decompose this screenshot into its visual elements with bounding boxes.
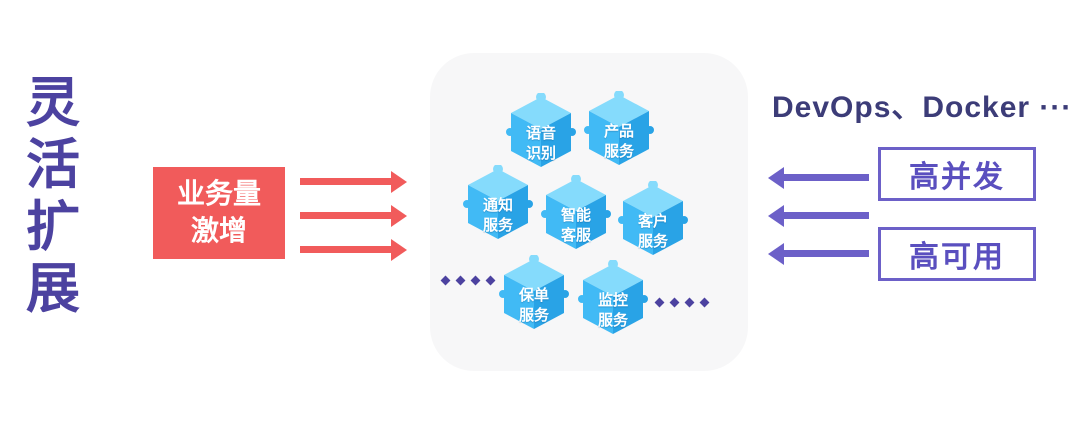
service-cube-customer: 客户 服务	[617, 181, 689, 259]
service-label: 监控 服务	[577, 291, 649, 330]
service-cube-speech-recognition: 语音 识别	[505, 93, 577, 171]
title-char: 扩	[26, 197, 80, 257]
service-label: 产品 服务	[583, 122, 655, 161]
service-label-line2: 服务	[603, 142, 634, 160]
service-cube-monitoring: 监控 服务	[577, 260, 649, 338]
service-label-line1: 客户	[637, 213, 668, 230]
service-label: 客户 服务	[617, 212, 689, 251]
service-cube-product: 产品 服务	[583, 91, 655, 169]
service-label-line2: 服务	[482, 216, 513, 234]
service-cube-smart-support: 智能 客服	[540, 175, 612, 253]
service-label: 通知 服务	[462, 196, 534, 235]
title-char: 展	[26, 259, 80, 319]
devops-docker-header: DevOps、Docker ···	[772, 91, 1073, 124]
service-label-line1: 保单	[518, 287, 549, 304]
service-label: 智能 客服	[540, 206, 612, 245]
capability-box-high-availability: 高可用	[878, 227, 1036, 281]
service-label-line2: 服务	[518, 306, 549, 324]
capability-box-high-concurrency: 高并发	[878, 147, 1036, 201]
dots-ellipsis-icon	[654, 297, 710, 308]
service-label: 语音 识别	[505, 124, 577, 163]
dot-icon	[684, 297, 695, 308]
arrow-right-icon	[300, 178, 392, 185]
arrow-left-icon	[783, 212, 869, 219]
service-label-line1: 产品	[603, 123, 634, 140]
service-label-line2: 客服	[560, 226, 591, 244]
service-cube-notification: 通知 服务	[462, 165, 534, 243]
service-label-line1: 智能	[560, 207, 591, 224]
business-surge-box: 业务量 激增	[153, 167, 285, 259]
cube-icon	[506, 93, 576, 167]
arrow-right-icon	[300, 246, 392, 253]
cube-icon	[463, 165, 533, 239]
dot-icon	[470, 275, 481, 286]
arrow-left-icon	[783, 174, 869, 181]
dots-ellipsis-icon	[440, 275, 496, 286]
title-char: 灵	[26, 73, 80, 133]
dot-icon	[440, 275, 451, 286]
service-label-line2: 服务	[597, 311, 628, 329]
cube-icon	[584, 91, 654, 165]
business-surge-line1: 业务量	[176, 178, 261, 210]
service-cube-policy: 保单 服务	[498, 255, 570, 333]
service-label-line1: 监控	[597, 292, 628, 309]
microservices-panel: 语音 识别 产品 服务	[430, 53, 748, 371]
dot-icon	[654, 297, 665, 308]
service-label-line1: 语音	[525, 125, 556, 142]
vertical-title: 灵 活 扩 展	[26, 72, 80, 320]
title-char: 活	[26, 135, 80, 195]
arrow-left-icon	[783, 250, 869, 257]
dot-icon	[669, 297, 680, 308]
dot-icon	[455, 275, 466, 286]
service-label-line2: 服务	[637, 232, 668, 250]
business-surge-line2: 激增	[190, 215, 247, 246]
cube-icon	[618, 181, 688, 255]
cube-icon	[578, 260, 648, 334]
cube-icon	[541, 175, 611, 249]
dot-icon	[699, 297, 710, 308]
service-label: 保单 服务	[498, 286, 570, 325]
cube-icon	[499, 255, 569, 329]
arrow-right-icon	[300, 212, 392, 219]
dot-icon	[485, 275, 496, 286]
service-label-line2: 识别	[525, 144, 556, 162]
service-label-line1: 通知	[482, 197, 513, 214]
